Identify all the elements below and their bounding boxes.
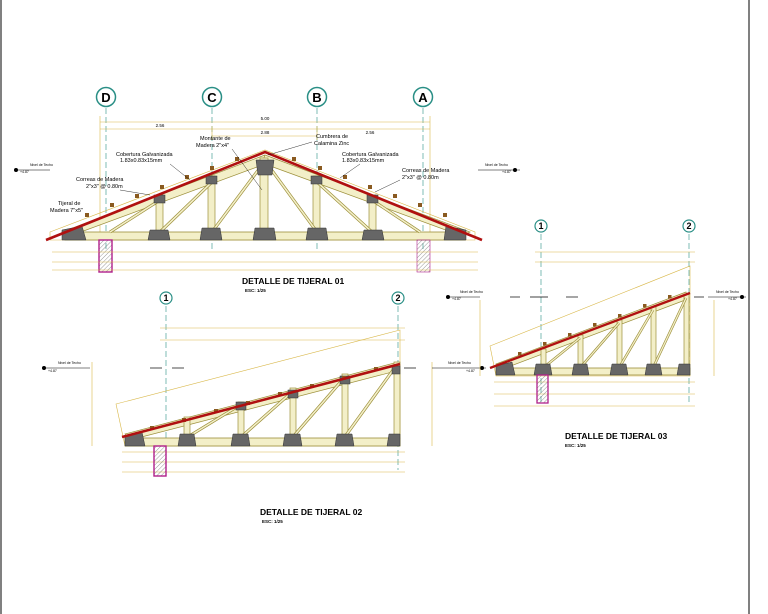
- svg-text:Calamina Zinc: Calamina Zinc: [314, 141, 349, 147]
- svg-text:Nivel de Techo: Nivel de Techo: [485, 163, 508, 167]
- truss-03-joints: [495, 361, 691, 376]
- truss-03-level-right: Nivel de Techo +4.87: [708, 290, 746, 301]
- dim-center: 2.88: [261, 130, 270, 135]
- truss-01-bottom-dimensions: [52, 251, 478, 271]
- axis-bubble-d: [95, 86, 117, 108]
- truss-03-level-left: Nivel de Techo +4.87: [446, 290, 483, 301]
- axis-bubble-b: [306, 86, 328, 108]
- svg-text:2"x3" @ 0.80m: 2"x3" @ 0.80m: [86, 184, 123, 190]
- svg-text:Nivel de Techo: Nivel de Techo: [716, 290, 739, 294]
- svg-text:Nivel de Techo: Nivel de Techo: [30, 163, 53, 167]
- svg-text:Nivel de Techo: Nivel de Techo: [460, 290, 483, 294]
- svg-text:1.83x0.83x15mm: 1.83x0.83x15mm: [120, 158, 163, 164]
- truss-02-diagonals-inner: [185, 365, 397, 439]
- truss-01-level-left: Nivel de Techo +4.87: [14, 163, 53, 174]
- axis-label-d: D: [101, 90, 110, 105]
- svg-text:Correas de Madera: Correas de Madera: [76, 177, 124, 183]
- truss-02-bottom-chord: [124, 437, 401, 447]
- svg-text:Cobertura Galvanizada: Cobertura Galvanizada: [342, 152, 400, 158]
- truss-03-drawing: 1 2: [446, 219, 746, 448]
- truss-01-column-left: [98, 239, 113, 273]
- detail-02-scale: ESC: 1/25: [262, 519, 283, 524]
- truss-03-dimensions: [479, 251, 715, 407]
- axis-bubble-02-1: [159, 291, 173, 305]
- svg-text:+4.87: +4.87: [452, 297, 461, 301]
- truss-01-level-right: Nivel de Techo +4.87: [478, 163, 520, 174]
- truss-03-purlins: [518, 295, 672, 356]
- truss-01-roof-cover: [45, 150, 483, 242]
- svg-text:+4.87: +4.87: [48, 369, 57, 373]
- svg-text:1.83x0.83x15mm: 1.83x0.83x15mm: [342, 158, 385, 164]
- axis-label-a: A: [418, 90, 428, 105]
- svg-text:Tijeral de: Tijeral de: [58, 201, 80, 207]
- svg-text:+4.87: +4.87: [466, 369, 475, 373]
- truss-01-purlins: [85, 157, 447, 217]
- truss-01-axis-bubbles: D C B A: [95, 86, 434, 108]
- truss-03-column: [536, 374, 549, 404]
- truss-02-roof-cover: [121, 362, 401, 439]
- truss-01-column-right: [416, 239, 431, 273]
- axis-bubble-a: [412, 86, 434, 108]
- truss-03-diagonals: [542, 297, 688, 370]
- truss-01-joints: [61, 159, 467, 241]
- axis-label-02-1: 1: [163, 293, 168, 303]
- svg-text:Montante de: Montante de: [200, 136, 231, 142]
- svg-text:+4.87: +4.87: [728, 297, 737, 301]
- svg-text:Nivel de Techo: Nivel de Techo: [58, 361, 81, 365]
- truss-02-drawing: 1 2: [42, 291, 486, 524]
- svg-text:+4.87: +4.87: [20, 170, 29, 174]
- truss-01-annotations: Cumbrera de Calamina Zinc Montante de Ma…: [50, 134, 450, 214]
- truss-03-roof-cover: [489, 291, 691, 370]
- svg-text:Nivel de Techo: Nivel de Techo: [448, 361, 471, 365]
- dim-right-half: 2.56: [366, 130, 375, 135]
- axis-label-03-1: 1: [538, 221, 543, 231]
- detail-03-title: DETALLE DE TIJERAL 03: [565, 431, 667, 441]
- axis-bubble-02-2: [391, 291, 405, 305]
- truss-02-column: [153, 445, 167, 477]
- axis-bubble-c: [201, 86, 223, 108]
- truss-03-diagonals-inner: [542, 297, 687, 369]
- axis-bubble-03-2: [682, 219, 696, 233]
- svg-text:Cumbrera de: Cumbrera de: [316, 134, 348, 140]
- svg-text:Correas de Madera: Correas de Madera: [402, 168, 450, 174]
- svg-text:+4.87: +4.87: [502, 170, 511, 174]
- dim-left-half: 2.56: [156, 123, 165, 128]
- detail-03-scale: ESC: 1/25: [565, 443, 586, 448]
- detail-01-scale: ESC: 1/25: [245, 288, 266, 293]
- svg-text:Cobertura Galvanizada: Cobertura Galvanizada: [116, 152, 174, 158]
- truss-01-drawing: D C B A 5.00 2.56 2.88 2.56: [14, 86, 520, 293]
- axis-bubble-03-1: [534, 219, 548, 233]
- svg-text:2"x3" @ 0.80m: 2"x3" @ 0.80m: [402, 175, 439, 181]
- truss-01-diagonals-inner: [109, 164, 421, 233]
- truss-02-joints: [124, 365, 401, 447]
- axis-label-02-2: 2: [395, 293, 400, 303]
- svg-text:Madera 7"x5": Madera 7"x5": [50, 208, 83, 214]
- axis-label-b: B: [312, 90, 321, 105]
- axis-label-c: C: [207, 90, 217, 105]
- truss-02-dimensions: [91, 327, 433, 473]
- detail-02-title: DETALLE DE TIJERAL 02: [260, 507, 362, 517]
- axis-label-03-2: 2: [686, 221, 691, 231]
- svg-text:Madera 2"x4": Madera 2"x4": [196, 143, 229, 149]
- truss-02-level-left: Nivel de Techo +4.87: [42, 361, 90, 373]
- truss-02-level-right: Nivel de Techo +4.87: [432, 361, 486, 373]
- detail-01-title: DETALLE DE TIJERAL 01: [242, 276, 344, 286]
- dim-total: 5.00: [261, 116, 270, 121]
